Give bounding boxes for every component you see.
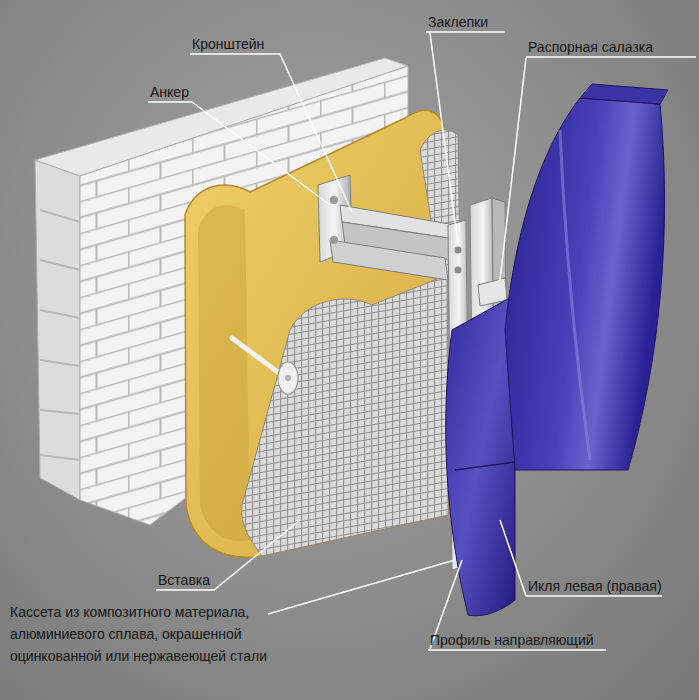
callout-label: Кассета из композитного материала, алюми… xyxy=(10,601,272,667)
callout-label: Кронштейн xyxy=(192,35,264,53)
callout-label: Вставка xyxy=(158,571,210,589)
callout-label: Икля левая (правая) xyxy=(528,577,662,595)
callout-label: Распорная салазка xyxy=(528,38,653,56)
callout-label: Заклепки xyxy=(428,13,488,31)
callout-label: Профиль направляющий xyxy=(430,631,594,649)
callout-label: Анкер xyxy=(150,83,189,101)
